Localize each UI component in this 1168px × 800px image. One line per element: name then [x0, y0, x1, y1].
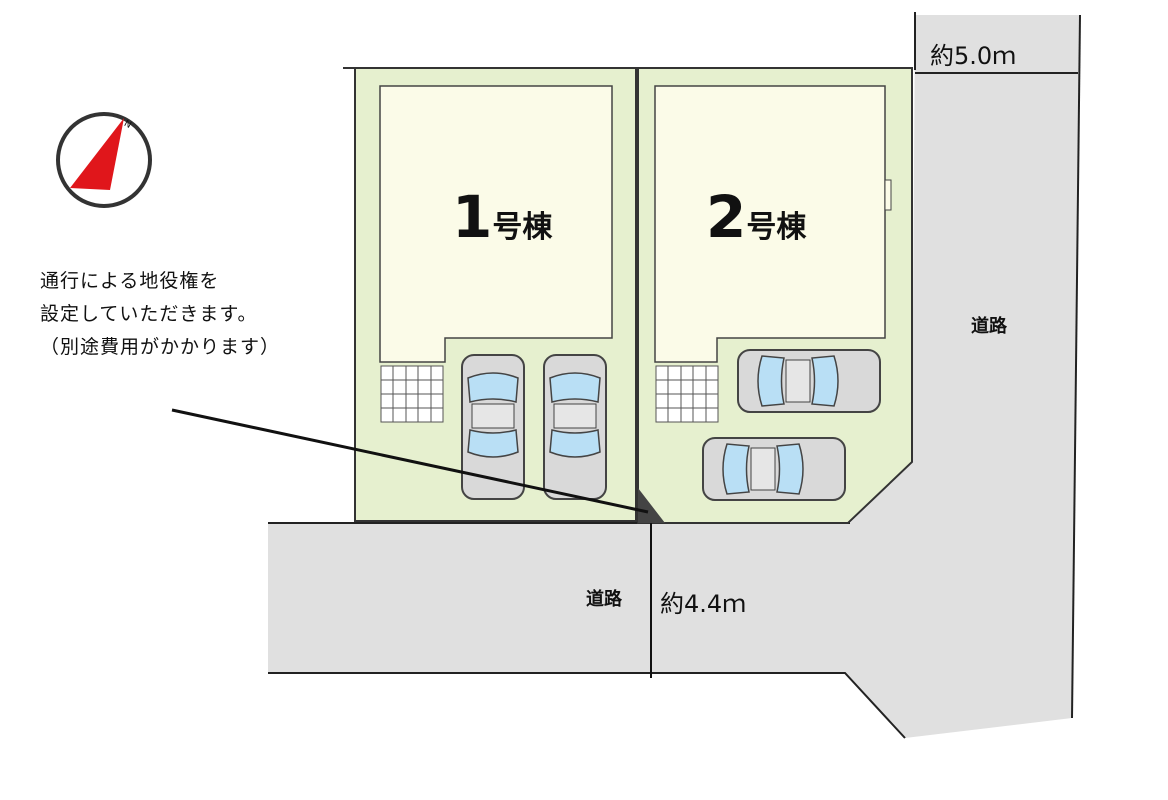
compass-icon: [56, 112, 152, 208]
road-right-label: 道路: [971, 316, 1007, 337]
leader-line: [171, 408, 649, 514]
note-line-2: 設定していただきます。: [40, 303, 258, 325]
steps-1: [380, 365, 444, 423]
lot-1-suffix: 号棟: [492, 210, 553, 245]
easement-area: [638, 488, 665, 523]
note-line-1: 通行による地役権を: [40, 270, 220, 292]
dimension-bottom: 約4.4ｍ: [660, 590, 747, 618]
car-icon: [702, 437, 846, 501]
car-icon: [543, 354, 607, 500]
lot-2-label: 2号棟: [706, 183, 806, 251]
road-bottom: [268, 523, 868, 673]
lot-1-label: 1号棟: [452, 183, 552, 251]
easement-note: 通行による地役権を 設定していただきます。 （別途費用がかかります）: [40, 265, 280, 364]
dimension-top-right: 約5.0ｍ: [930, 42, 1017, 70]
road-bottom-label: 道路: [586, 589, 622, 610]
lot-1-number: 1: [452, 183, 493, 251]
house-2: [654, 85, 886, 363]
house-1: [379, 85, 613, 363]
lot-2-number: 2: [706, 183, 747, 251]
steps-2: [655, 365, 719, 423]
car-icon: [737, 349, 881, 413]
car-icon: [461, 354, 525, 500]
lot-2-suffix: 号棟: [746, 210, 807, 245]
note-line-3: （別途費用がかかります）: [40, 336, 281, 358]
